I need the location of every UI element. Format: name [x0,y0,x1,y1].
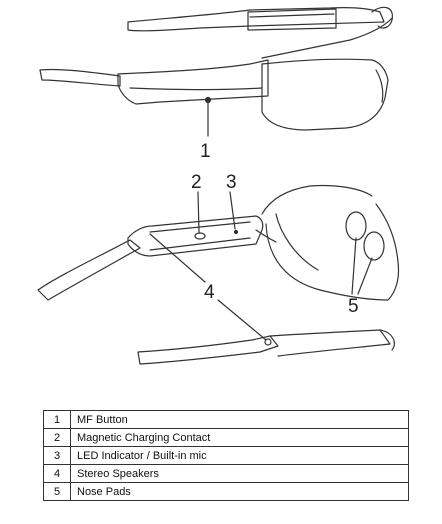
legend-number: 1 [43,410,71,429]
leader-line-5b [357,257,373,295]
callout-3: 3 [226,172,237,193]
leader-line-4b [217,299,267,341]
leader-line-2 [197,191,200,233]
table-row: 3 LED Indicator / Built-in mic [43,446,409,465]
legend-table: 1 MF Button 2 Magnetic Charging Contact … [43,410,409,501]
legend-label: Magnetic Charging Contact [70,428,409,447]
lens-shield [265,203,400,301]
table-row: 4 Stereo Speakers [43,464,409,483]
table-row: 5 Nose Pads [43,482,409,501]
glasses-diagram: 1 2 3 4 5 [37,6,400,365]
legend-number: 2 [43,428,71,447]
nose-pad-1 [345,211,367,241]
lens [261,63,389,131]
right-temple-arm [137,335,279,365]
callout-5: 5 [348,296,359,317]
legend-number: 5 [43,482,71,501]
legend-label: Stereo Speakers [70,464,409,483]
callout-2: 2 [191,172,202,193]
nose-pad-2 [363,231,385,261]
legend-number: 4 [43,464,71,483]
legend-label: LED Indicator / Built-in mic [70,446,409,465]
legend-label: MF Button [70,410,409,429]
table-row: 2 Magnetic Charging Contact [43,428,409,447]
legend-number: 3 [43,446,71,465]
near-temple-arm [39,68,121,87]
table-row: 1 MF Button [43,410,409,429]
callout-4: 4 [204,282,215,303]
leader-line-5a [351,237,357,295]
callout-1: 1 [200,141,211,162]
far-temple-arm [127,7,385,32]
leader-line-3 [229,191,236,230]
glasses-perspective-view [37,184,400,365]
legend-label: Nose Pads [70,482,409,501]
glasses-side-view [39,6,394,131]
left-temple-arm [37,239,141,301]
leader-line-4a [149,233,206,283]
